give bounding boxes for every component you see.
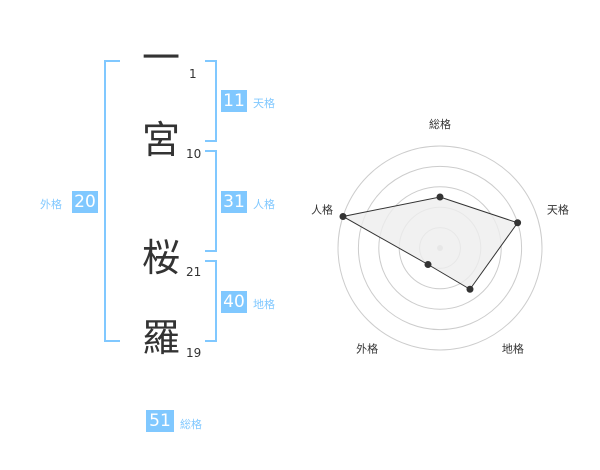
chikaku-value-badge: 40 xyxy=(221,291,247,313)
radar-axis-label-3: 地格 xyxy=(502,341,524,355)
gaikaku-value-badge: 20 xyxy=(72,191,98,213)
radar-axis-label-1: 総格 xyxy=(429,117,451,131)
jinkaku-label: 人格 xyxy=(253,198,275,211)
stroke-count-4: 19 xyxy=(186,346,202,360)
radar-grid-ring-5 xyxy=(337,145,543,351)
tenkaku-value-badge: 11 xyxy=(221,90,247,112)
tenkaku-bracket xyxy=(205,60,217,142)
radar-point-1 xyxy=(436,193,444,201)
radar-axis-label-5: 人格 xyxy=(311,203,333,217)
radar-axis-label-2: 天格 xyxy=(547,203,569,217)
chikaku-label: 地格 xyxy=(253,298,275,311)
radar-series-polygon xyxy=(341,196,519,290)
name-char-2: 宮 xyxy=(142,118,181,162)
stroke-count-1: 1 xyxy=(189,67,197,81)
soukaku-label: 総格 xyxy=(180,418,202,431)
radar-point-5 xyxy=(339,212,347,220)
name-char-3: 桜 xyxy=(142,236,181,280)
jinkaku-bracket xyxy=(205,150,217,252)
radar-axis-label-4: 外格 xyxy=(356,341,378,355)
stroke-count-3: 21 xyxy=(186,265,202,279)
radar-point-4 xyxy=(424,261,432,269)
name-char-4: 羅 xyxy=(142,316,181,360)
radar-point-3 xyxy=(466,285,474,293)
soukaku-value-badge: 51 xyxy=(146,410,174,432)
stroke-count-2: 10 xyxy=(186,147,202,161)
gaikaku-label: 外格 xyxy=(40,198,62,211)
jinkaku-value-badge: 31 xyxy=(221,191,247,213)
gaikaku-bracket xyxy=(104,60,120,342)
tenkaku-label: 天格 xyxy=(253,97,275,110)
chikaku-bracket xyxy=(205,260,217,342)
radar-grid-ring-4 xyxy=(357,165,523,331)
radar-point-2 xyxy=(514,219,522,227)
name-char-1: 一 xyxy=(142,36,181,80)
radar-grid-ring-3 xyxy=(378,186,502,310)
